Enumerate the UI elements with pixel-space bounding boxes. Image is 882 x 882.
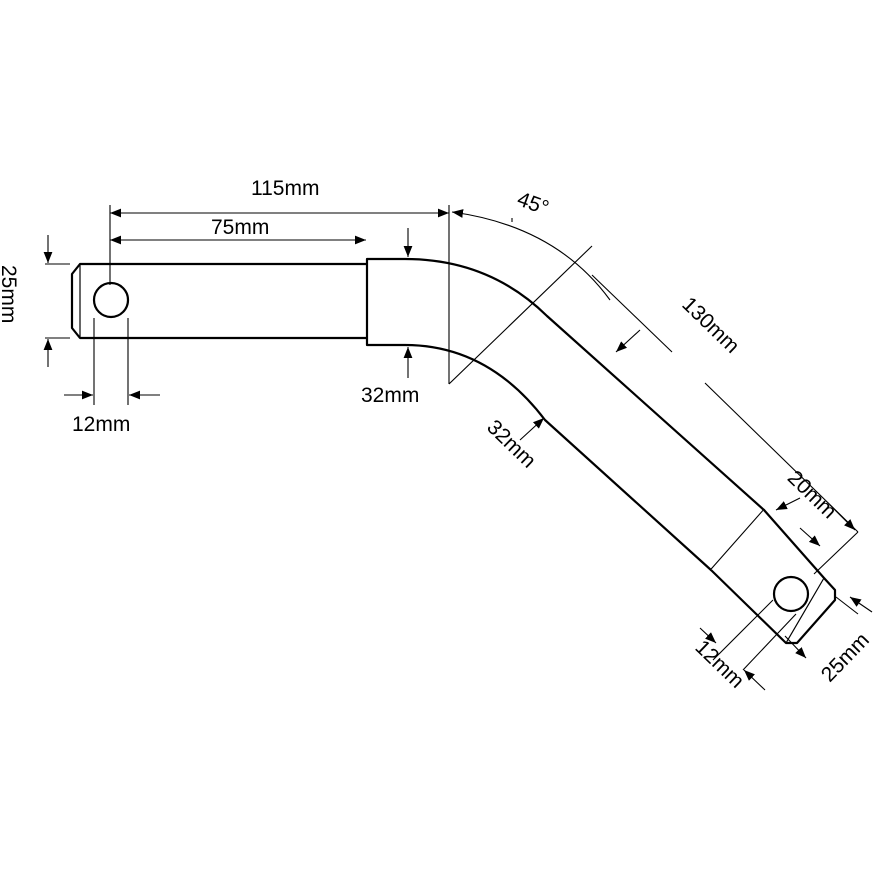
dim-arrow-12mm-right-a <box>699 627 717 644</box>
label-130mm: 130mm <box>677 293 743 358</box>
dim-arrow-25mm-right-a <box>849 596 873 613</box>
label-32mm-diag: 32mm <box>482 416 540 473</box>
dim-arrow-12mm-right-b <box>743 669 766 691</box>
ext-line-130-upper <box>591 274 673 353</box>
label-45-degrees: 45° <box>514 188 552 220</box>
label-12mm-right: 12mm <box>691 636 749 693</box>
left-pin-hole <box>92 281 130 319</box>
label-25mm-right: 25mm <box>817 629 874 687</box>
dim-arrow-32mm-diag-b <box>519 417 545 441</box>
ext-line-hole-right-b <box>742 613 797 671</box>
ext-line-hole-right-a <box>712 599 774 661</box>
dim-arrow-20mm-b <box>799 527 821 547</box>
label-75mm: 75mm <box>211 216 269 239</box>
label-115mm: 115mm <box>251 177 319 200</box>
ext-line-right-end <box>813 531 859 575</box>
right-pin-tip-line <box>785 577 825 644</box>
right-pin-hole <box>772 575 810 613</box>
ext-line-angle-diagonal <box>448 245 593 385</box>
dim-arc-45 <box>451 209 611 301</box>
dim-arrow-130mm-end <box>829 504 856 531</box>
ext-line-right-pin-tip <box>835 596 859 615</box>
dim-arrow-32mm-diag-a <box>615 329 641 353</box>
label-32mm-top: 32mm <box>361 384 419 407</box>
label-25mm-left: 25mm <box>0 265 20 323</box>
dim-arrow-20mm-a <box>775 497 801 511</box>
label-20mm: 20mm <box>783 466 841 523</box>
dim-arrow-25mm-right-b <box>784 635 807 659</box>
bent-tube <box>365 257 766 572</box>
label-12mm-left: 12mm <box>72 413 130 436</box>
